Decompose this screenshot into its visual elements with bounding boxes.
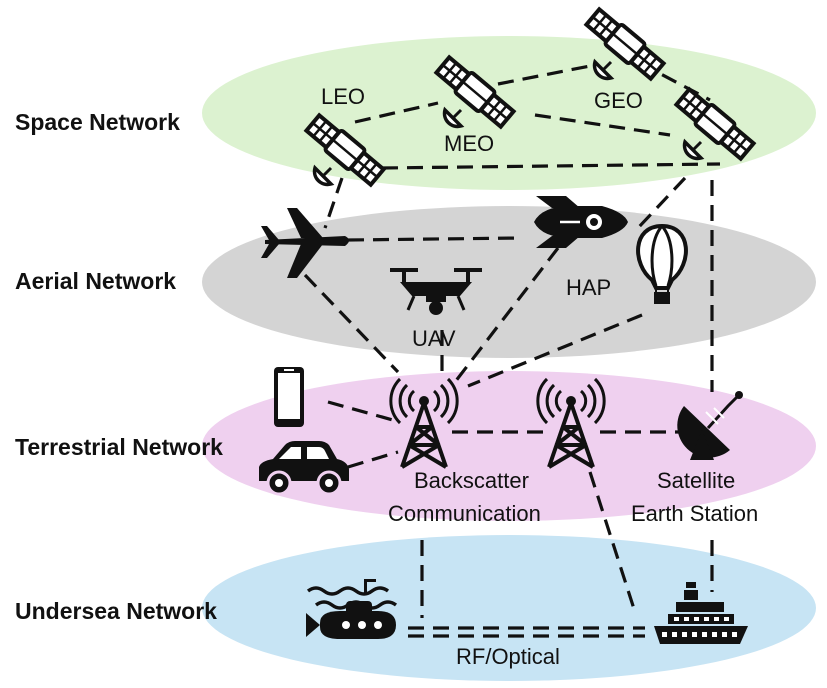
balloon-icon bbox=[636, 223, 688, 304]
satellite-station-label-line1: Satellite bbox=[657, 468, 735, 493]
rf-optical-label: RF/Optical bbox=[456, 644, 560, 669]
undersea-network-label: Undersea Network bbox=[15, 598, 217, 624]
geo-label: GEO bbox=[594, 88, 643, 113]
network-links bbox=[303, 61, 721, 638]
airplane-icon bbox=[261, 208, 349, 278]
hap-label: HAP bbox=[566, 275, 611, 300]
space-network-label: Space Network bbox=[15, 109, 180, 135]
terrestrial-network-label: Terrestrial Network bbox=[15, 434, 223, 460]
leo-label: LEO bbox=[321, 84, 365, 109]
ship-icon bbox=[654, 582, 748, 644]
backscatter-label-line2: Communication bbox=[388, 501, 541, 526]
meo-label: MEO bbox=[444, 131, 494, 156]
submarine-icon bbox=[306, 579, 398, 639]
undersea-layer bbox=[202, 535, 816, 681]
satellite-dish-icon bbox=[677, 391, 743, 460]
drone-icon bbox=[390, 268, 482, 315]
satellite-station-label-line2: Earth Station bbox=[631, 501, 758, 526]
phone-icon bbox=[274, 367, 304, 427]
car-icon bbox=[259, 441, 349, 496]
rocket-icon bbox=[534, 196, 628, 248]
aerial-network-label: Aerial Network bbox=[15, 268, 176, 294]
aerial-layer bbox=[202, 206, 816, 358]
uav-label: UAV bbox=[412, 326, 456, 351]
backscatter-label-line1: Backscatter bbox=[414, 468, 529, 493]
